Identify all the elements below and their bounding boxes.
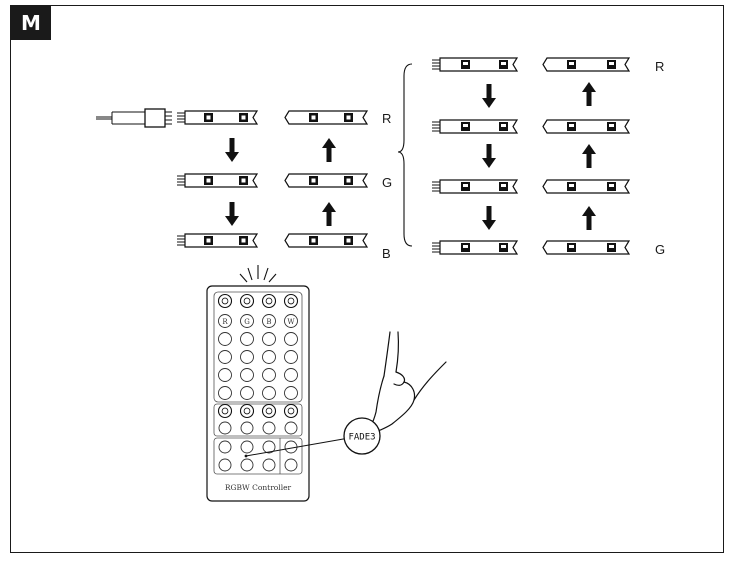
remote-button[interactable] — [285, 405, 298, 418]
remote-button[interactable] — [219, 387, 232, 400]
remote-button[interactable] — [219, 369, 232, 382]
left-strip-row-2 — [177, 174, 367, 187]
right-strip-row-4 — [432, 241, 629, 254]
remote-key-b[interactable]: B — [266, 318, 271, 326]
label-green: G — [382, 175, 392, 190]
arrow-up-icon — [582, 82, 596, 106]
arrow-down-icon — [482, 84, 496, 108]
remote-button[interactable] — [241, 422, 253, 434]
label-red-right: R — [655, 59, 664, 74]
remote-button[interactable] — [219, 333, 232, 346]
remote-button[interactable] — [263, 333, 276, 346]
remote-button[interactable] — [263, 295, 276, 308]
remote-button[interactable] — [263, 369, 276, 382]
arrow-up-icon — [322, 138, 336, 162]
arrow-up-icon — [322, 202, 336, 226]
arrow-down-icon — [482, 206, 496, 230]
signal-rays-icon — [240, 265, 276, 282]
remote-button[interactable] — [241, 333, 254, 346]
label-green-right: G — [655, 242, 665, 257]
power-plug-icon — [96, 109, 172, 127]
remote-button[interactable] — [263, 459, 275, 471]
remote-button[interactable] — [219, 295, 232, 308]
remote-button[interactable] — [219, 351, 232, 364]
remote-button[interactable] — [219, 459, 231, 471]
remote-key-g[interactable]: G — [244, 318, 250, 326]
remote-button[interactable] — [263, 405, 276, 418]
left-strip-row-3 — [177, 234, 367, 247]
remote-button[interactable] — [241, 369, 254, 382]
remote-button[interactable] — [285, 369, 298, 382]
remote-key-r[interactable]: R — [222, 318, 228, 326]
right-strip-row-1 — [432, 58, 629, 71]
remote-button[interactable] — [241, 441, 253, 453]
remote-button[interactable] — [219, 441, 231, 453]
remote-title: RGBW Controller — [225, 483, 292, 492]
callout-label: FADE3 — [348, 433, 375, 443]
remote-button[interactable] — [285, 459, 297, 471]
arrow-up-icon — [582, 144, 596, 168]
remote-button[interactable] — [241, 351, 254, 364]
remote-button[interactable] — [285, 422, 297, 434]
remote-button[interactable] — [241, 295, 254, 308]
right-strip-row-3 — [432, 180, 629, 193]
remote-button[interactable] — [241, 387, 254, 400]
remote-key-w[interactable]: W — [287, 318, 295, 326]
remote-button[interactable] — [285, 351, 298, 364]
remote-button[interactable] — [285, 333, 298, 346]
arrow-down-icon — [225, 202, 239, 226]
left-strip-row-1 — [177, 111, 367, 124]
label-red: R — [382, 111, 391, 126]
brace-icon — [398, 64, 412, 246]
remote-button[interactable] — [263, 351, 276, 364]
right-strip-row-2 — [432, 120, 629, 133]
arrow-down-icon — [482, 144, 496, 168]
label-blue: B — [382, 246, 391, 261]
remote-button[interactable] — [263, 422, 275, 434]
remote-button[interactable] — [285, 387, 298, 400]
remote-button[interactable] — [263, 387, 276, 400]
hand-icon — [370, 332, 446, 432]
remote-button[interactable] — [219, 405, 232, 418]
remote-button[interactable] — [285, 295, 298, 308]
remote-button[interactable] — [219, 422, 231, 434]
remote-button[interactable] — [241, 459, 253, 471]
arrow-down-icon — [225, 138, 239, 162]
arrow-up-icon — [582, 206, 596, 230]
remote-button[interactable] — [241, 405, 254, 418]
